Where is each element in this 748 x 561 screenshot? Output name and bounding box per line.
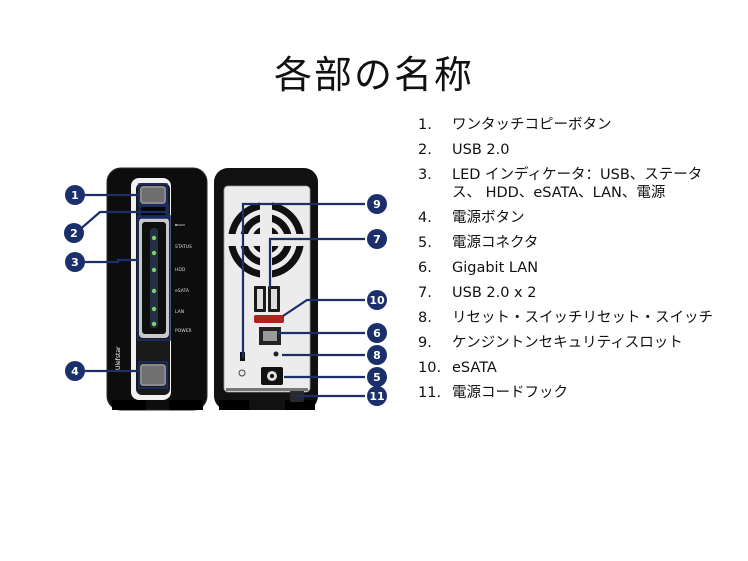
list-item-label: ケンジントンセキュリティスロット xyxy=(452,335,683,351)
panel-label-hdd: HDD xyxy=(175,267,186,273)
svg-text:3: 3 xyxy=(71,256,79,269)
led-status xyxy=(151,250,157,256)
list-item-number: 8. xyxy=(418,310,432,326)
list-item-label: LED インディケータ：USB、ステータス、 HDD、eSATA、LAN、電源 xyxy=(452,167,703,201)
callout-badge-10: 10 xyxy=(367,290,387,310)
led-window xyxy=(142,222,166,334)
brand-text: Ulefstar xyxy=(115,346,122,370)
panel-label-lan: LAN xyxy=(175,309,184,315)
list-item-label: Gigabit LAN xyxy=(452,260,539,276)
front-view: Ulefstar STATUS HDD eSATA LAN POWER xyxy=(106,167,208,411)
svg-text:11: 11 xyxy=(369,390,384,403)
svg-text:6: 6 xyxy=(373,327,381,340)
list-item-number: 11. xyxy=(418,385,442,401)
list-item-number: 6. xyxy=(418,260,432,276)
callout-badge-6: 6 xyxy=(367,323,387,343)
list-item-label: リセット・スイッチリセット・スイッチ xyxy=(452,310,713,326)
list-item: 9. ケンジントンセキュリティスロット xyxy=(418,334,718,352)
list-item-number: 2. xyxy=(418,142,432,158)
callout-badge-5: 5 xyxy=(367,367,387,387)
parts-list: 1. ワンタッチコピーボタン 2. USB 2.0 3. LED インディケータ：US… xyxy=(418,116,718,409)
list-item: 10. eSATA xyxy=(418,359,718,377)
list-item: 5. 電源コネクタ xyxy=(418,234,718,252)
list-item: 4. 電源ボタン xyxy=(418,209,718,227)
callout-badge-2: 2 xyxy=(64,223,84,243)
led-usb xyxy=(151,235,157,241)
esata-port xyxy=(254,315,284,323)
svg-text:9: 9 xyxy=(373,198,381,211)
list-item: 7. USB 2.0 x 2 xyxy=(418,284,718,302)
svg-text:7: 7 xyxy=(373,233,381,246)
list-item-number: 3. xyxy=(418,167,432,183)
list-item-label: 電源ボタン xyxy=(452,210,525,226)
reset-switch xyxy=(273,351,279,357)
callout-badge-3: 3 xyxy=(65,252,85,272)
svg-text:10: 10 xyxy=(369,294,385,307)
led-esata xyxy=(151,288,157,294)
svg-text:1: 1 xyxy=(71,189,79,202)
list-item-label: USB 2.0 xyxy=(452,142,510,158)
list-item-number: 4. xyxy=(418,210,432,226)
list-item-number: 1. xyxy=(418,117,432,133)
usb-icon xyxy=(175,224,185,226)
fan-grille xyxy=(226,200,306,280)
led-power xyxy=(151,321,157,327)
list-item-number: 5. xyxy=(418,235,432,251)
panel-label-power: POWER xyxy=(175,328,192,334)
list-item-label: 電源コネクタ xyxy=(452,235,539,251)
svg-text:8: 8 xyxy=(373,349,381,362)
callout-badge-7: 7 xyxy=(367,229,387,249)
callout-badge-11: 11 xyxy=(367,386,387,406)
svg-text:2: 2 xyxy=(70,227,78,240)
list-item: 11. 電源コードフック xyxy=(418,384,718,402)
list-item: 1. ワンタッチコピーボタン xyxy=(418,116,718,134)
list-item-label: eSATA xyxy=(452,360,497,376)
list-item-number: 9. xyxy=(418,335,432,351)
list-item-label: USB 2.0 x 2 xyxy=(452,285,537,301)
page-title: 各部の名称 xyxy=(273,53,474,97)
list-item: 6. Gigabit LAN xyxy=(418,259,718,277)
list-item-label: 電源コードフック xyxy=(452,385,568,401)
callout-badge-9: 9 xyxy=(367,194,387,214)
back-view xyxy=(214,168,318,410)
callout-badge-4: 4 xyxy=(65,361,85,381)
callout-badge-1: 1 xyxy=(65,185,85,205)
list-item: 2. USB 2.0 xyxy=(418,141,718,159)
list-item-label: ワンタッチコピーボタン xyxy=(452,117,612,133)
list-item: 3. LED インディケータ：USB、ステータス、 HDD、eSATA、LAN、電… xyxy=(418,166,718,202)
list-item-number: 10. xyxy=(418,360,442,376)
svg-text:4: 4 xyxy=(71,365,79,378)
panel-label-status: STATUS xyxy=(175,244,192,250)
callout-lines xyxy=(76,193,365,398)
panel-label-esata: eSATA xyxy=(175,288,190,294)
led-hdd xyxy=(151,267,157,273)
list-item-number: 7. xyxy=(418,285,432,301)
callout-badge-8: 8 xyxy=(367,345,387,365)
led-lan xyxy=(151,306,157,312)
list-item: 8. リセット・スイッチリセット・スイッチ xyxy=(418,309,718,327)
svg-text:5: 5 xyxy=(373,371,381,384)
